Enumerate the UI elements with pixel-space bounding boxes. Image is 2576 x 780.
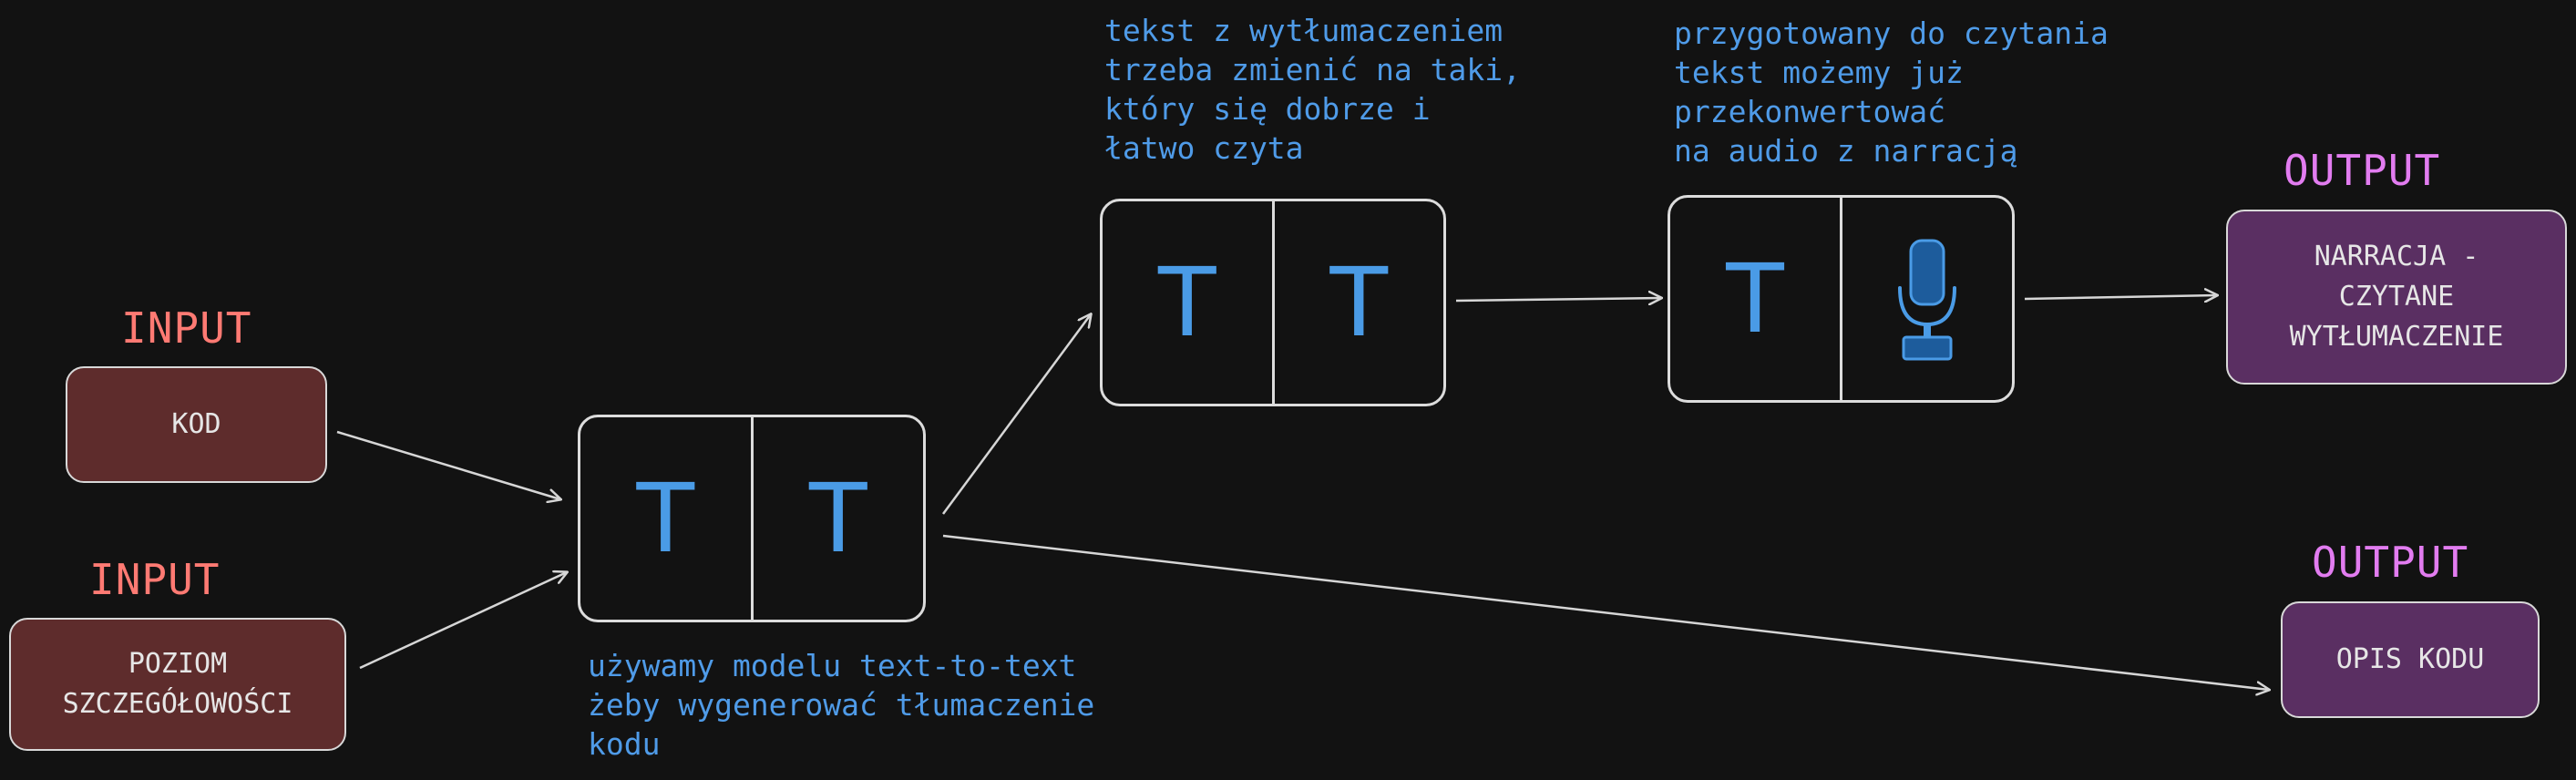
- input-code-box: KOD: [66, 366, 327, 483]
- text-icon: T: [1726, 243, 1784, 354]
- note-audio-conversion: przygotowany do czytania tekst możemy ju…: [1674, 15, 2109, 169]
- model-1-cell-output: T: [750, 417, 924, 620]
- text-icon: T: [1329, 247, 1389, 358]
- model-text-to-text: T T: [578, 415, 926, 622]
- model-1-cell-input: T: [580, 417, 751, 620]
- text-icon: T: [808, 463, 867, 574]
- output-code-description-box: OPIS KODU: [2281, 601, 2540, 718]
- output-narration-box: NARRACJA - CZYTANE WYTŁUMACZENIE: [2226, 210, 2567, 385]
- arrow-kod-to-model-1: [336, 430, 560, 499]
- model-2-cell-output: T: [1271, 201, 1444, 404]
- model-readability-rewrite: T T: [1100, 199, 1446, 406]
- note-text-to-text: używamy modelu text-to-text żeby wygener…: [588, 648, 1095, 762]
- arrow-model-1-to-code-description: [942, 534, 2269, 690]
- model-text-to-speech: T: [1668, 195, 2015, 403]
- model-2-cell-input: T: [1103, 201, 1272, 404]
- output-tag-narration: OUTPUT: [2284, 146, 2441, 195]
- arrow-detail-to-model-1: [359, 572, 567, 670]
- arrow-model-1-to-model-2: [941, 314, 1091, 515]
- text-icon: T: [636, 463, 695, 574]
- input-tag-detail-level: INPUT: [89, 555, 221, 604]
- microphone-icon: [1898, 239, 1956, 361]
- output-tag-code-description: OUTPUT: [2312, 538, 2469, 587]
- text-icon: T: [1157, 247, 1216, 358]
- note-readable-text: tekst z wytłumaczeniem trzeba zmienić na…: [1104, 13, 1521, 166]
- model-3-cell-input: T: [1670, 198, 1840, 400]
- input-detail-level-box: POZIOM SZCZEGÓŁOWOŚCI: [9, 618, 346, 751]
- input-tag-code: INPUT: [121, 303, 252, 353]
- model-3-cell-output: [1840, 198, 2012, 400]
- arrow-model-3-to-narration: [2024, 295, 2217, 299]
- arrow-model-2-to-model-3: [1455, 298, 1661, 301]
